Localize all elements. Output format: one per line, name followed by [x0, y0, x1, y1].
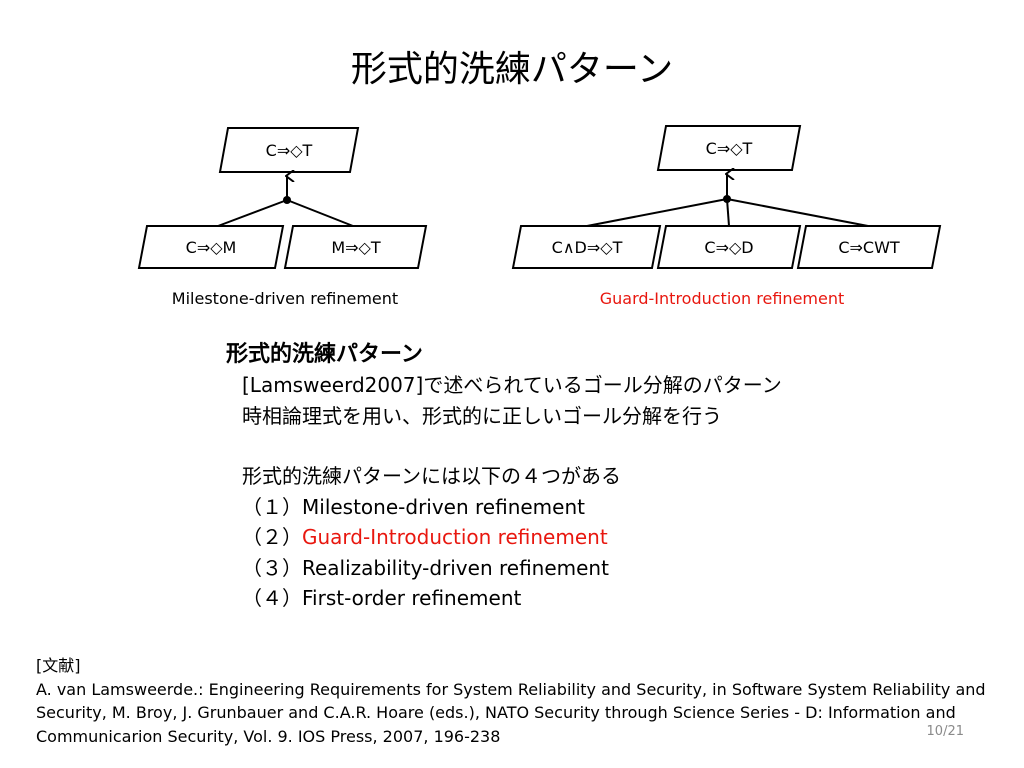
page-number: 10/21 — [926, 724, 964, 739]
right-subgoal-box-3 — [796, 225, 942, 269]
body-line-2: 時相論理式を用い、形式的に正しいゴール分解を行う — [242, 403, 722, 428]
left-subgoal-label-1: C⇒◇M — [186, 238, 237, 257]
body-spacer — [226, 431, 782, 461]
right-subgoal-label-2: C⇒◇D — [704, 238, 753, 257]
right-branch-2 — [726, 198, 730, 227]
right-root-goal-label: C⇒◇T — [706, 139, 753, 158]
pattern-item-1: （１）Milestone-driven refinement — [226, 492, 782, 523]
right-branch-3 — [726, 198, 869, 227]
milestone-caption: Milestone-driven refinement — [171, 289, 399, 308]
references: [文献] A. van Lamsweerde.: Engineering Req… — [36, 654, 996, 748]
body-line-1: [Lamsweerd2007]で述べられているゴール分解のパターン — [242, 373, 782, 397]
left-root-goal-box — [218, 127, 360, 173]
body-line-3: 形式的洗練パターンには以下の４つがある — [242, 464, 621, 488]
right-subgoal-box-1 — [511, 225, 662, 269]
pattern-item-text: First-order refinement — [302, 586, 522, 610]
guard-introduction-caption: Guard-Introduction refinement — [599, 289, 845, 308]
left-subgoal-box-2 — [283, 225, 428, 269]
milestone-driven-diagram: C⇒◇T C⇒◇M M⇒◇T — [137, 127, 428, 269]
references-label: [文献] — [36, 656, 81, 675]
pattern-item-text: Guard-Introduction refinement — [302, 525, 608, 549]
left-branch-1 — [217, 199, 288, 227]
pattern-item-text: Realizability-driven refinement — [302, 555, 609, 580]
references-text: A. van Lamsweerde.: Engineering Requirem… — [36, 679, 986, 746]
pattern-item-2: （２）Guard-Introduction refinement — [226, 522, 782, 553]
right-subgoal-box-2 — [656, 225, 802, 269]
left-subgoal-label-2: M⇒◇T — [331, 238, 381, 257]
body-heading: 形式的洗練パターン — [226, 342, 423, 367]
pattern-item-4: （４）First-order refinement — [226, 583, 782, 614]
right-root-goal-box — [656, 125, 802, 171]
body-text: 形式的洗練パターン [Lamsweerd2007]で述べられているゴール分解のパ… — [226, 340, 782, 614]
left-branch-2 — [286, 199, 354, 227]
right-branch-1 — [586, 198, 728, 227]
left-root-goal-label: C⇒◇T — [266, 141, 313, 160]
slide-title: 形式的洗練パターン — [350, 49, 674, 90]
pattern-item-text: Milestone-driven refinement — [302, 494, 585, 519]
pattern-item-number: （２） — [242, 525, 302, 549]
right-subgoal-label-3: C⇒CWT — [838, 238, 900, 257]
left-subgoal-box-1 — [137, 225, 285, 269]
pattern-item-3: （３）Realizability-driven refinement — [226, 553, 782, 584]
pattern-item-number: （４） — [242, 586, 302, 610]
pattern-item-number: （３） — [242, 555, 302, 580]
right-subgoal-label-1: C∧D⇒◇T — [552, 238, 623, 257]
guard-introduction-diagram: C⇒◇T C∧D⇒◇T C⇒◇D C⇒CWT — [511, 125, 942, 269]
pattern-item-number: （１） — [242, 494, 302, 519]
refinement-diagrams: C⇒◇T C⇒◇M M⇒◇T C⇒◇T C∧D⇒◇T C⇒◇D C⇒CW — [137, 125, 942, 269]
